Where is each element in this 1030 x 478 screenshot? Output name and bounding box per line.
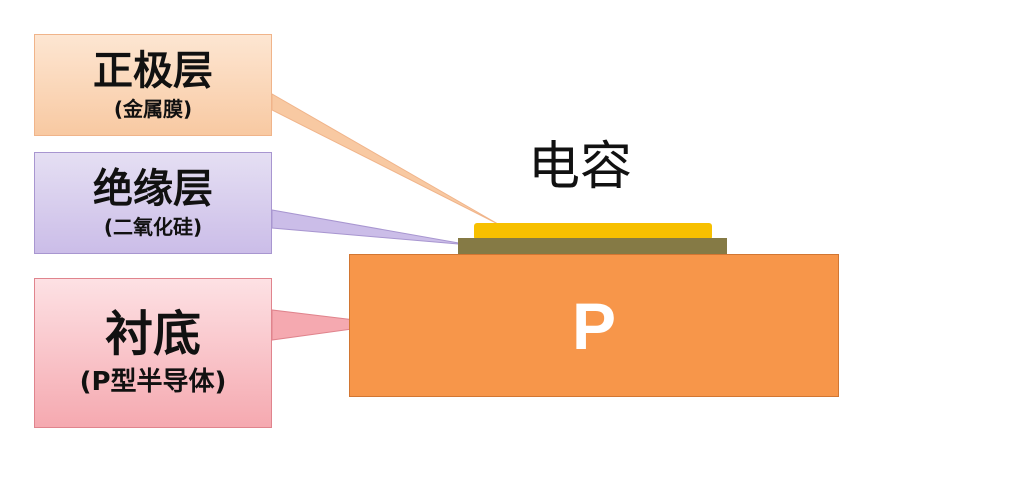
insulator-layer-label: 绝缘层 (二氧化硅) xyxy=(34,152,272,254)
insulator-layer-material: (二氧化硅) xyxy=(103,215,203,239)
positive-layer-name: 正极层 xyxy=(93,48,213,94)
metal-film-layer xyxy=(474,223,712,240)
substrate-type-letter: P xyxy=(571,288,617,363)
p-substrate-block: P xyxy=(349,254,839,397)
substrate-material: (P型半导体) xyxy=(79,366,227,397)
substrate-pointer xyxy=(271,309,389,341)
insulator-layer-name: 绝缘层 xyxy=(93,166,213,212)
positive-layer-material: (金属膜) xyxy=(113,97,193,121)
capacitor-title: 电容 xyxy=(527,137,632,197)
insulator-pointer xyxy=(271,209,471,246)
positive-pointer xyxy=(271,93,499,225)
positive-layer-label: 正极层 (金属膜) xyxy=(34,34,272,136)
oxide-layer xyxy=(458,238,727,254)
substrate-label: 衬底 (P型半导体) xyxy=(34,278,272,428)
substrate-name: 衬底 xyxy=(104,306,201,362)
